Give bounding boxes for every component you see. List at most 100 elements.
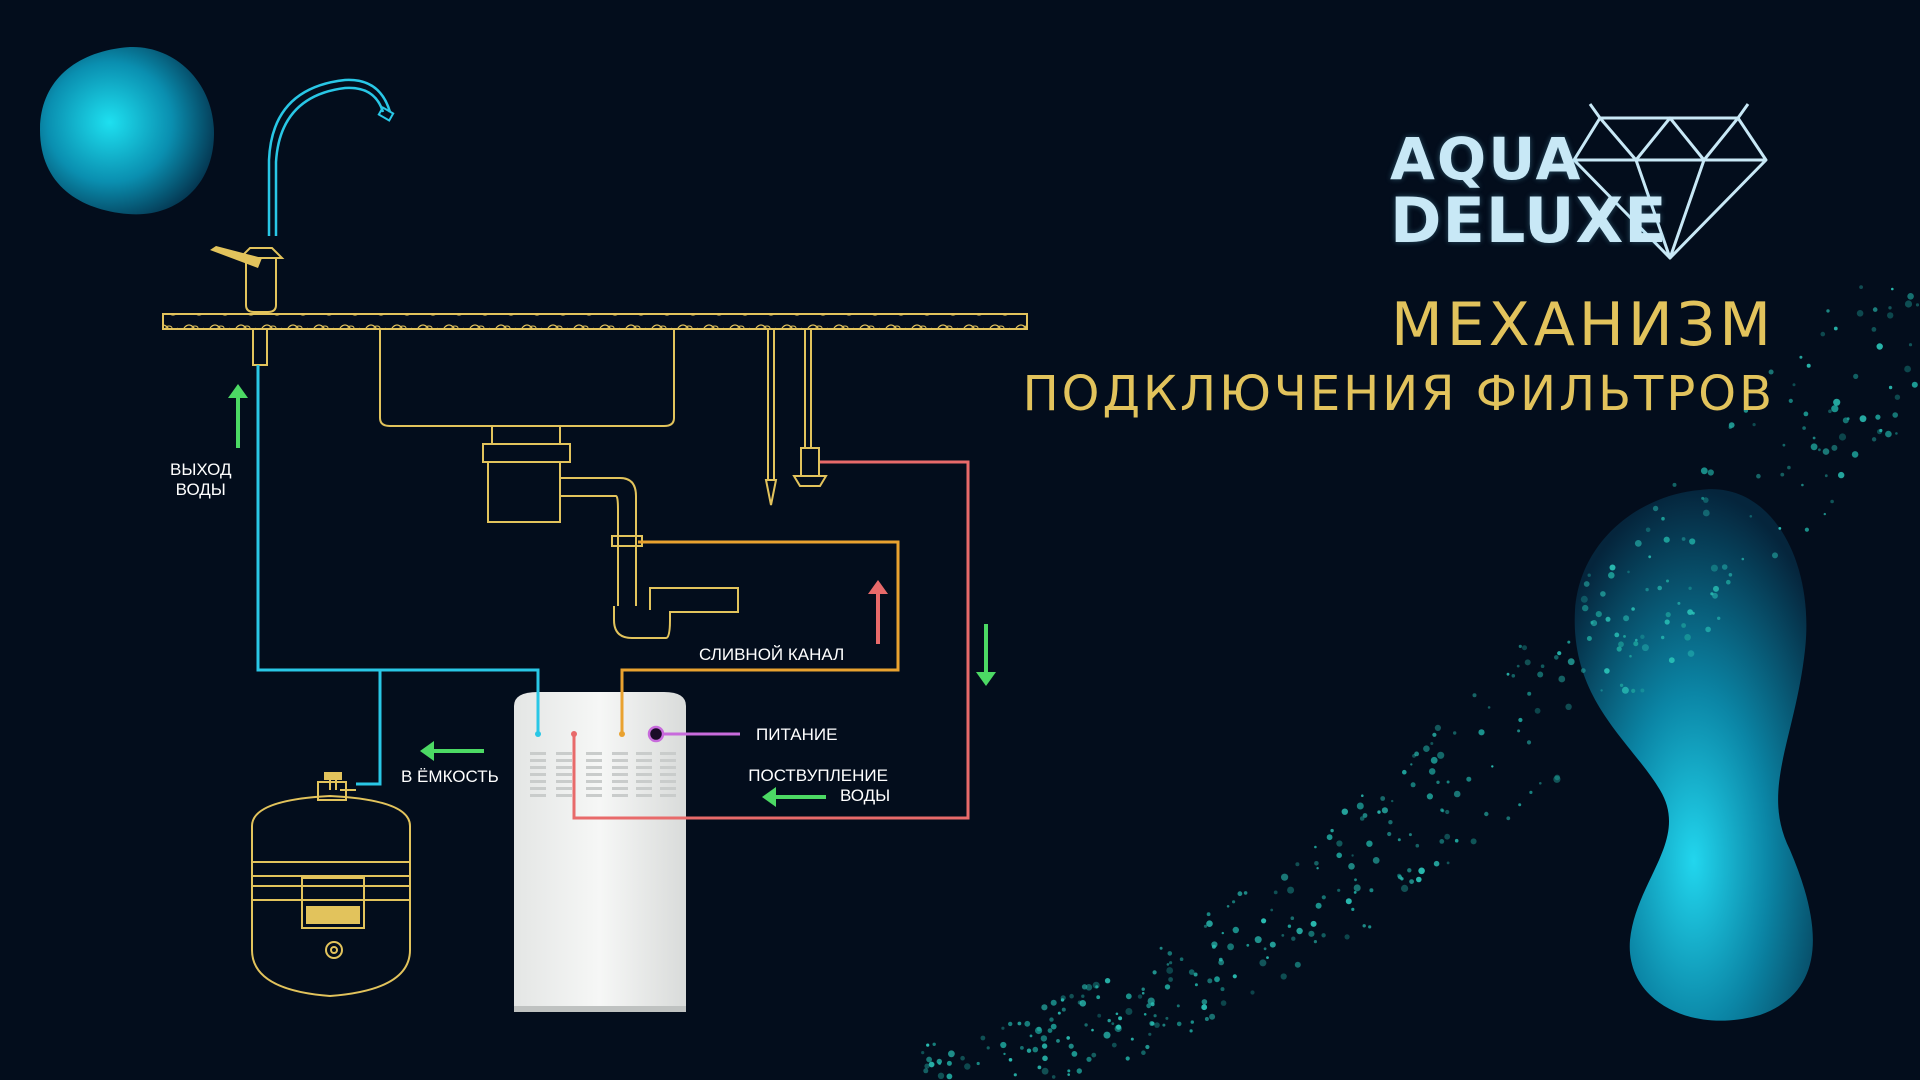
particle-dot <box>1029 1034 1033 1038</box>
particle-dot <box>1788 398 1793 403</box>
particle-dot <box>1250 990 1255 995</box>
particle-dot <box>1291 936 1296 941</box>
particle-dot <box>1211 941 1218 948</box>
particle-dot <box>1308 930 1315 937</box>
vent-slot <box>586 787 602 790</box>
particle-dot <box>1728 425 1733 429</box>
particle-dot <box>1266 956 1269 959</box>
particle-dot <box>1511 674 1516 678</box>
particle-dot <box>921 1051 925 1055</box>
particle-dot <box>1894 394 1901 400</box>
particle-dot <box>1470 838 1477 845</box>
particle-dot <box>1206 920 1213 927</box>
particle-dot <box>1518 803 1522 807</box>
particle-dot <box>1069 993 1074 999</box>
particle-dot <box>1688 586 1692 590</box>
particle-dot <box>1663 536 1670 543</box>
particle-dot <box>1188 969 1195 975</box>
particle-dot <box>1125 993 1132 1000</box>
particle-dot <box>1356 802 1364 810</box>
particle-dot <box>1179 957 1184 961</box>
particle-dot <box>1453 790 1461 798</box>
particle-dot <box>1086 1056 1092 1062</box>
particle-dot <box>926 1043 930 1047</box>
particle-dot <box>1580 668 1586 673</box>
particle-dot <box>1201 999 1208 1005</box>
particle-dot <box>1822 448 1830 455</box>
particle-dot <box>1111 1042 1117 1048</box>
particle-dot <box>1743 408 1749 413</box>
particle-dot <box>1567 640 1571 644</box>
particle-dot <box>1287 886 1295 894</box>
vent-slot <box>556 787 572 790</box>
decorative-blob-top-left <box>40 46 215 215</box>
particle-dot <box>1875 414 1881 420</box>
particle-dot <box>1801 483 1804 487</box>
vent-slot <box>530 794 546 797</box>
vent-slot <box>636 766 652 769</box>
particle-dot <box>1454 838 1459 843</box>
water-in-label: ПОСТВУПЛЕНИЕ ВОДЫ <box>746 766 890 806</box>
particle-dot <box>1330 828 1334 833</box>
particle-dot <box>1445 809 1450 815</box>
particle-dot <box>1362 924 1366 928</box>
particle-dot <box>1407 868 1412 873</box>
particle-dot <box>1254 936 1262 944</box>
particle-dot <box>1707 469 1714 476</box>
water-in-label-line-1: ПОСТВУПЛЕНИЕ <box>748 766 888 785</box>
particle-dot <box>1366 840 1373 847</box>
particle-dot <box>1911 381 1918 388</box>
particle-dot <box>1152 970 1157 975</box>
particle-dot <box>1833 326 1838 331</box>
particle-dot <box>1049 1017 1054 1022</box>
filter-unit-vents <box>530 752 676 797</box>
particle-dot <box>1887 312 1894 319</box>
vent-slot <box>612 766 628 769</box>
particle-dot <box>1416 876 1422 883</box>
particle-dot <box>1891 287 1894 291</box>
particle-dot <box>1067 1069 1071 1073</box>
particle-dot <box>1432 732 1437 737</box>
particle-dot <box>1583 581 1590 587</box>
particle-dot <box>1629 654 1632 658</box>
filter-unit <box>514 692 686 1012</box>
power-label: ПИТАНИЕ <box>756 725 838 744</box>
particle-dot <box>937 1072 945 1080</box>
particle-dot <box>1026 1048 1032 1053</box>
particle-dot <box>1410 763 1413 766</box>
particle-dot <box>1529 790 1533 795</box>
particle-dot <box>1085 984 1093 991</box>
particle-dot <box>1453 731 1457 735</box>
particle-dot <box>1125 1008 1133 1015</box>
particle-dot <box>1687 609 1693 615</box>
particle-dot <box>1600 689 1603 692</box>
particle-dot <box>1554 655 1559 660</box>
particle-dot <box>1032 1046 1039 1053</box>
particle-dot <box>1168 977 1173 982</box>
particle-dot <box>1143 1013 1147 1016</box>
particle-dot <box>1096 995 1101 1000</box>
particle-dot <box>1057 1011 1061 1015</box>
particle-dot <box>1316 867 1319 870</box>
particle-dot <box>938 1061 942 1065</box>
particle-dot <box>1194 983 1198 987</box>
particle-dot <box>1368 925 1372 929</box>
particle-dot <box>1037 1065 1042 1070</box>
particle-dot <box>1554 774 1560 781</box>
particle-dot <box>1310 920 1317 927</box>
vent-slot <box>636 752 652 755</box>
vent-slot <box>556 780 572 783</box>
particle-dot <box>1321 933 1326 938</box>
particle-dot <box>1296 927 1303 935</box>
particle-dot <box>1193 972 1198 977</box>
particle-dot <box>1826 309 1830 313</box>
particle-dot <box>1768 369 1774 375</box>
particle-dot <box>1232 974 1237 979</box>
particle-dot <box>1218 959 1225 966</box>
vent-slot <box>612 780 628 783</box>
particle-dot <box>1645 527 1651 533</box>
particle-dot <box>1118 1016 1123 1021</box>
particle-dot <box>1582 604 1589 612</box>
particle-dot <box>1702 509 1710 517</box>
